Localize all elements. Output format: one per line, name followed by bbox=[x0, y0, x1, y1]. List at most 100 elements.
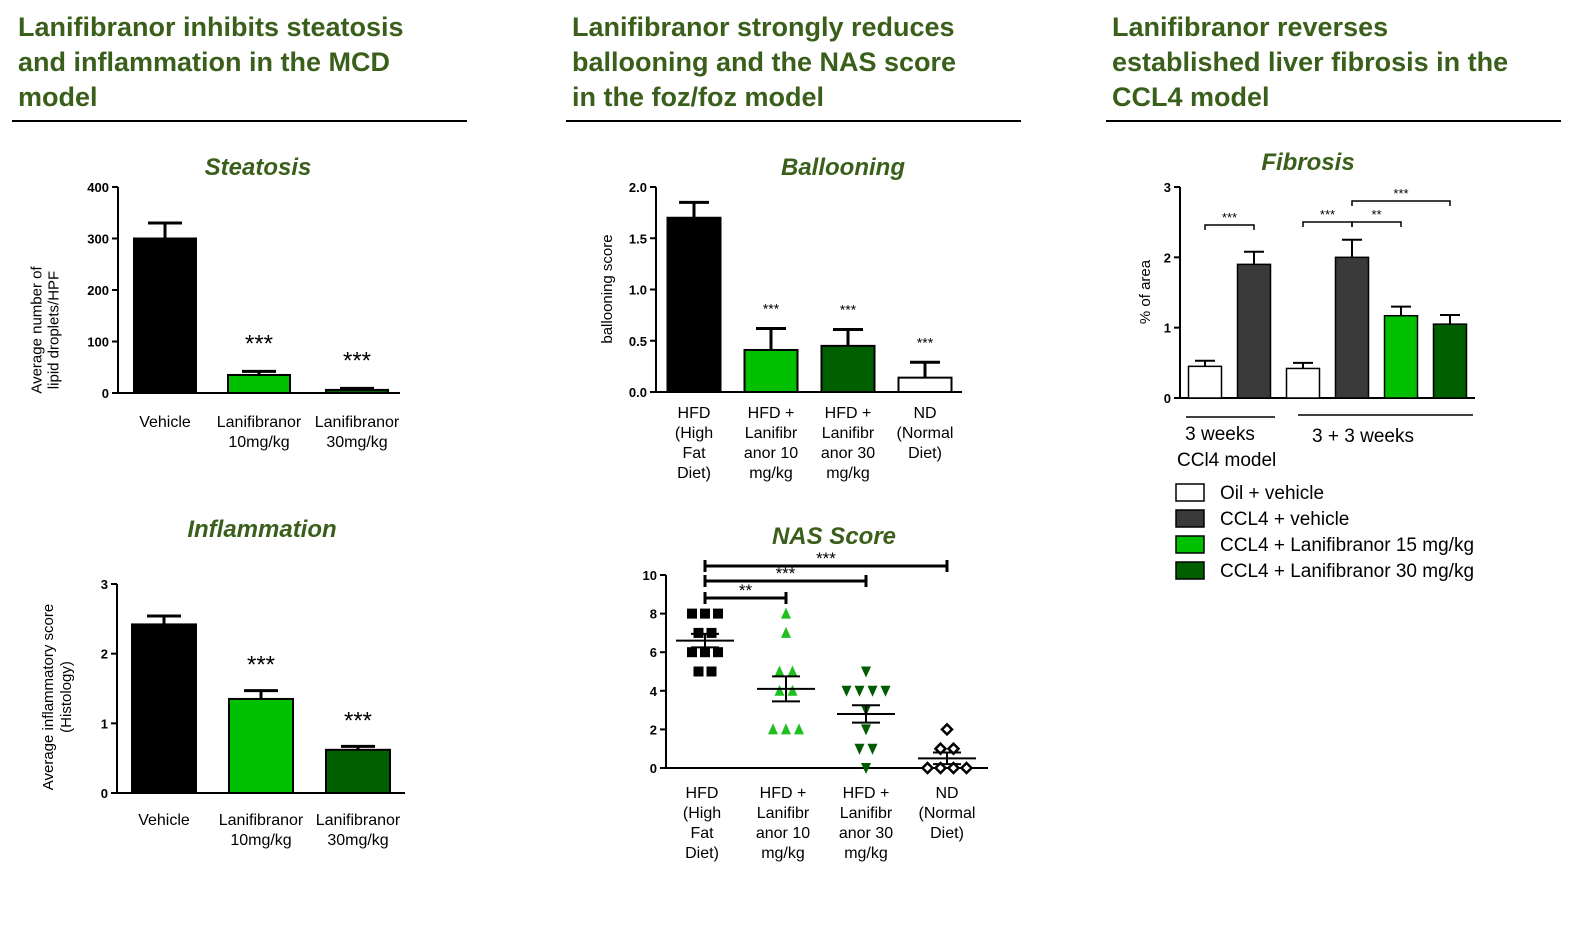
y-tick-label: 2.0 bbox=[629, 180, 647, 195]
y-axis-label: Average inflammatory score bbox=[40, 604, 57, 790]
bar bbox=[325, 388, 389, 395]
significance-label: *** bbox=[763, 300, 780, 316]
data-point bbox=[854, 743, 865, 755]
bar bbox=[131, 623, 197, 795]
heading-line: CCL4 model bbox=[1112, 82, 1270, 112]
category-label: mg/kg bbox=[761, 845, 805, 862]
y-axis-label: (Histology) bbox=[58, 661, 75, 733]
bar bbox=[228, 697, 294, 795]
category-label: Vehicle bbox=[139, 414, 191, 431]
y-tick-label: 3 bbox=[1164, 180, 1171, 195]
y-tick-label: 2 bbox=[650, 722, 657, 737]
legend-label: CCL4 + vehicle bbox=[1220, 509, 1349, 530]
heading-rule-2 bbox=[566, 120, 1021, 122]
heading-rule-3 bbox=[1106, 120, 1561, 122]
y-tick-label: 0 bbox=[650, 761, 657, 776]
data-point bbox=[781, 626, 791, 638]
category-label: (Normal bbox=[897, 425, 954, 442]
category-label: (Normal bbox=[919, 805, 976, 822]
bar bbox=[227, 373, 291, 395]
category-label: Lanifibr bbox=[757, 805, 810, 822]
y-axis-label: ballooning score bbox=[599, 234, 616, 343]
legend-swatch bbox=[1175, 483, 1205, 502]
category-label: mg/kg bbox=[826, 465, 870, 482]
comparison-bracket bbox=[1302, 221, 1353, 227]
data-point bbox=[781, 723, 791, 735]
group-label: 3 + 3 weeks bbox=[1312, 426, 1414, 447]
y-tick-label: 0.5 bbox=[629, 334, 647, 349]
data-point bbox=[700, 608, 710, 619]
category-label: HFD + bbox=[760, 785, 807, 802]
y-tick-label: 1.0 bbox=[629, 283, 647, 298]
category-label: 10mg/kg bbox=[230, 832, 291, 849]
data-point bbox=[706, 666, 717, 677]
bar bbox=[897, 376, 953, 393]
significance-label: *** bbox=[1222, 210, 1237, 225]
category-label: mg/kg bbox=[749, 465, 793, 482]
data-point bbox=[959, 761, 974, 775]
y-tick-label: 2 bbox=[101, 647, 108, 662]
model-label: CCl4 model bbox=[1177, 450, 1276, 471]
category-label: Lanifibranor bbox=[217, 414, 302, 431]
bar bbox=[1334, 256, 1370, 399]
y-tick-label: 1 bbox=[101, 716, 108, 731]
category-label: HFD + bbox=[843, 785, 890, 802]
y-axis-label: Average number of bbox=[29, 266, 46, 394]
significance-label: *** bbox=[1393, 186, 1408, 201]
data-point bbox=[933, 741, 948, 756]
category-label: (High bbox=[675, 425, 713, 442]
category-label: ND bbox=[913, 405, 936, 422]
data-point bbox=[687, 647, 697, 658]
category-label: Diet) bbox=[930, 825, 964, 842]
data-point bbox=[867, 743, 878, 755]
data-point bbox=[933, 761, 948, 775]
data-point bbox=[841, 685, 852, 697]
data-point bbox=[867, 685, 878, 697]
data-point bbox=[880, 685, 891, 697]
heading-line: established liver fibrosis in the bbox=[1112, 47, 1509, 77]
data-point bbox=[787, 665, 798, 677]
data-point bbox=[700, 647, 710, 658]
data-point bbox=[854, 685, 865, 697]
heading-line: Lanifibranor inhibits steatosis bbox=[18, 12, 404, 42]
y-tick-label: 3 bbox=[101, 577, 108, 592]
comparison-bracket bbox=[1351, 200, 1451, 206]
y-tick-label: 0 bbox=[1164, 391, 1171, 406]
data-point bbox=[794, 723, 804, 735]
y-axis-label: lipid droplets/HPF bbox=[46, 271, 63, 389]
data-point bbox=[946, 741, 961, 756]
category-label: ND bbox=[935, 785, 958, 802]
data-point bbox=[920, 761, 935, 775]
data-point bbox=[693, 666, 704, 677]
category-label: 30mg/kg bbox=[326, 434, 387, 451]
significance-label: ** bbox=[739, 581, 753, 600]
y-tick-label: 0 bbox=[102, 386, 109, 401]
legend-label: CCL4 + Lanifibranor 30 mg/kg bbox=[1220, 561, 1474, 582]
heading-rule-1 bbox=[12, 120, 467, 122]
significance-label: *** bbox=[245, 330, 273, 357]
data-point bbox=[774, 684, 785, 696]
legend-swatch bbox=[1175, 509, 1205, 528]
chart-title: Steatosis bbox=[205, 154, 312, 181]
significance-label: *** bbox=[247, 652, 275, 679]
y-tick-label: 1 bbox=[1164, 321, 1171, 336]
category-label: Lanifibranor bbox=[219, 812, 304, 829]
y-tick-label: 4 bbox=[650, 684, 658, 699]
y-tick-label: 2 bbox=[1164, 250, 1171, 265]
significance-label: *** bbox=[343, 347, 371, 374]
bar bbox=[1236, 263, 1272, 399]
data-point bbox=[861, 666, 871, 678]
y-tick-label: 0 bbox=[101, 786, 108, 801]
category-label: Diet) bbox=[908, 445, 942, 462]
category-label: Lanifibr bbox=[745, 425, 798, 442]
heading-line: in the foz/foz model bbox=[572, 82, 824, 112]
category-label: mg/kg bbox=[844, 845, 888, 862]
data-point bbox=[713, 647, 723, 658]
legend-swatch bbox=[1175, 561, 1205, 580]
y-tick-label: 200 bbox=[87, 283, 109, 298]
y-tick-label: 1.5 bbox=[629, 231, 647, 246]
bar bbox=[1432, 323, 1468, 399]
chart-title: Inflammation bbox=[187, 516, 336, 543]
